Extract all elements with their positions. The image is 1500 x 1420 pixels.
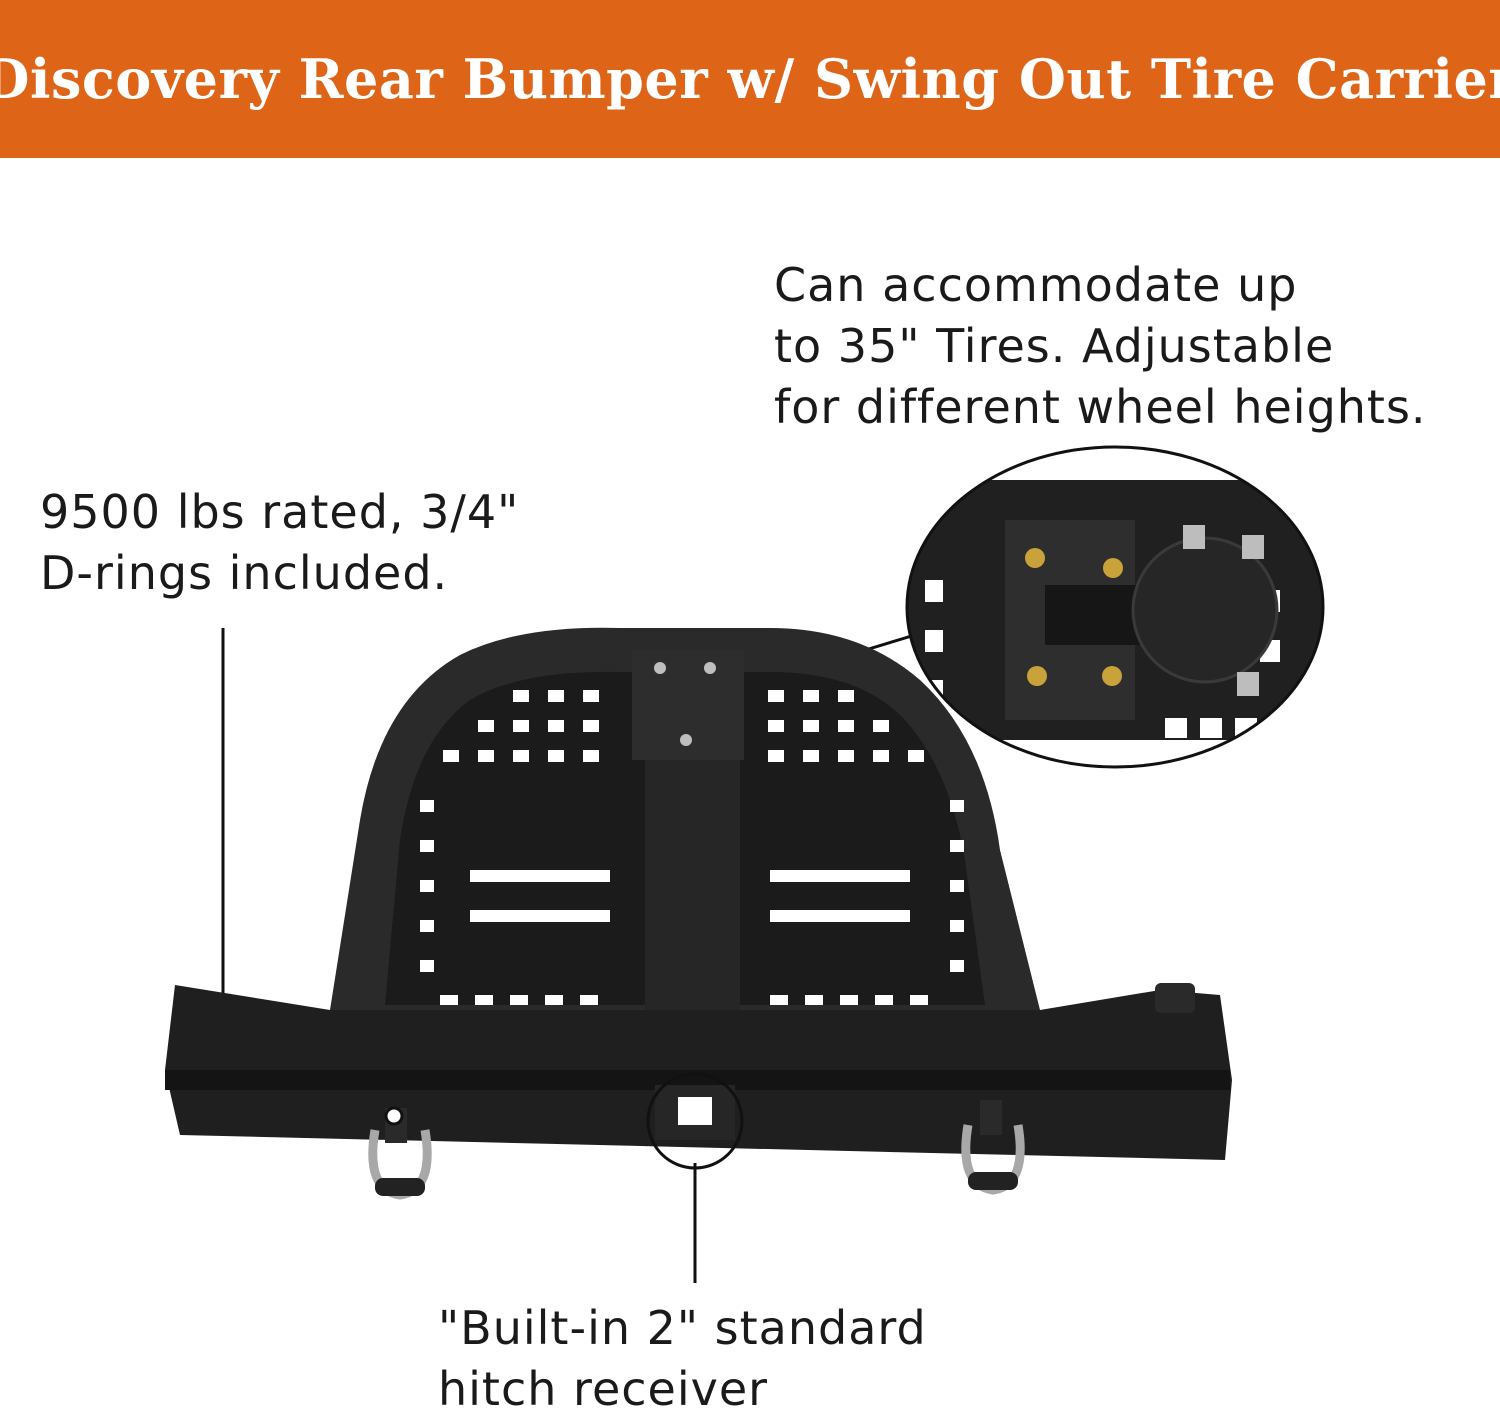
dring-right: [961, 1100, 1025, 1195]
hitch-receiver-callout: "Built-in 2" standard hitch receiver: [438, 1298, 927, 1420]
callout-line: Can accommodate up: [774, 258, 1298, 312]
callout-line: 9500 lbs rated, 3/4": [40, 485, 520, 539]
rear-bumper: [165, 983, 1232, 1170]
hitch-highlight-circle: [646, 1072, 744, 1170]
callout-line: "Built-in 2" standard: [438, 1301, 927, 1355]
dring-callout: 9500 lbs rated, 3/4" D-rings included.: [40, 482, 519, 604]
tire-carrier: [330, 627, 1040, 1020]
callout-line: for different wheel heights.: [774, 380, 1427, 434]
left-mesh-panel: [420, 690, 610, 1005]
callout-line: to 35" Tires. Adjustable: [774, 319, 1335, 373]
title-banner: Discovery Rear Bumper w/ Swing Out Tire …: [0, 0, 1500, 158]
callout-line: D-rings included.: [40, 546, 449, 600]
dring-left: [368, 1106, 432, 1200]
page-title: Discovery Rear Bumper w/ Swing Out Tire …: [0, 47, 1500, 111]
right-mesh-panel: [768, 690, 964, 1005]
tire-mount-detail-inset: [905, 445, 1325, 769]
callout-line: hitch receiver: [438, 1362, 769, 1416]
tire-capacity-callout: Can accommodate up to 35" Tires. Adjusta…: [774, 255, 1427, 438]
